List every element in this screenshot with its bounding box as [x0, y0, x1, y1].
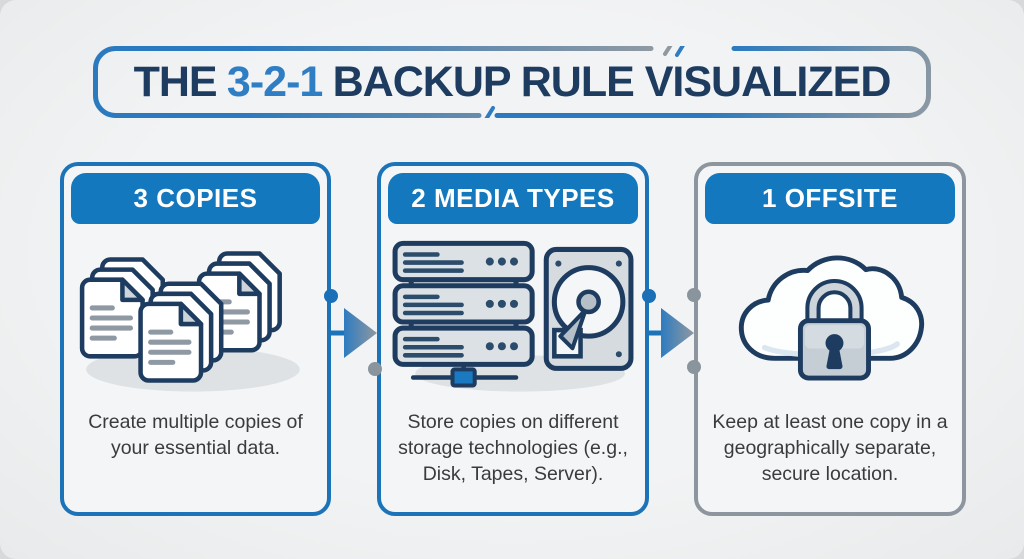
card-2-media-types: 2 MEDIA TYPES [377, 162, 649, 516]
card-1-offsite-header: 1 OFFSITE [705, 173, 955, 224]
node-dot-gray-2 [687, 288, 701, 302]
title-suffix: BACKUP RULE VISUALIZED [332, 57, 892, 106]
server-disk-icon [381, 232, 645, 404]
node-dot-blue-2 [642, 289, 656, 303]
card-2-media-types-header: 2 MEDIA TYPES [388, 173, 638, 224]
card-3-copies: 3 COPIES [60, 162, 331, 516]
arrow-right-connector-2 [647, 308, 694, 358]
arrow-right-connector-1 [330, 308, 377, 358]
node-dot-gray-1 [368, 362, 382, 376]
card-2-media-types-description: Store copies on different storage techno… [398, 411, 628, 485]
title-highlight: 3-2-1 [226, 57, 323, 106]
card-1-offsite-description: Keep at least one copy in a geographical… [712, 411, 948, 485]
node-dot-blue-1 [324, 289, 338, 303]
page-title: THE 3-2-1 BACKUP RULE VISUALIZED [93, 46, 931, 118]
title-prefix: THE [133, 57, 218, 106]
cloud-lock-icon [698, 232, 962, 404]
card-1-offsite: 1 OFFSITE Keep at least one copy in a ge… [694, 162, 966, 516]
card-3-copies-description: Create multiple copies of your essential… [88, 411, 303, 459]
title-box-border [93, 46, 931, 118]
title-box: THE 3-2-1 BACKUP RULE VISUALIZED [93, 46, 931, 118]
documents-stack-icon [64, 232, 327, 404]
node-dot-gray-3 [687, 360, 701, 374]
card-3-copies-header: 3 COPIES [71, 173, 320, 224]
